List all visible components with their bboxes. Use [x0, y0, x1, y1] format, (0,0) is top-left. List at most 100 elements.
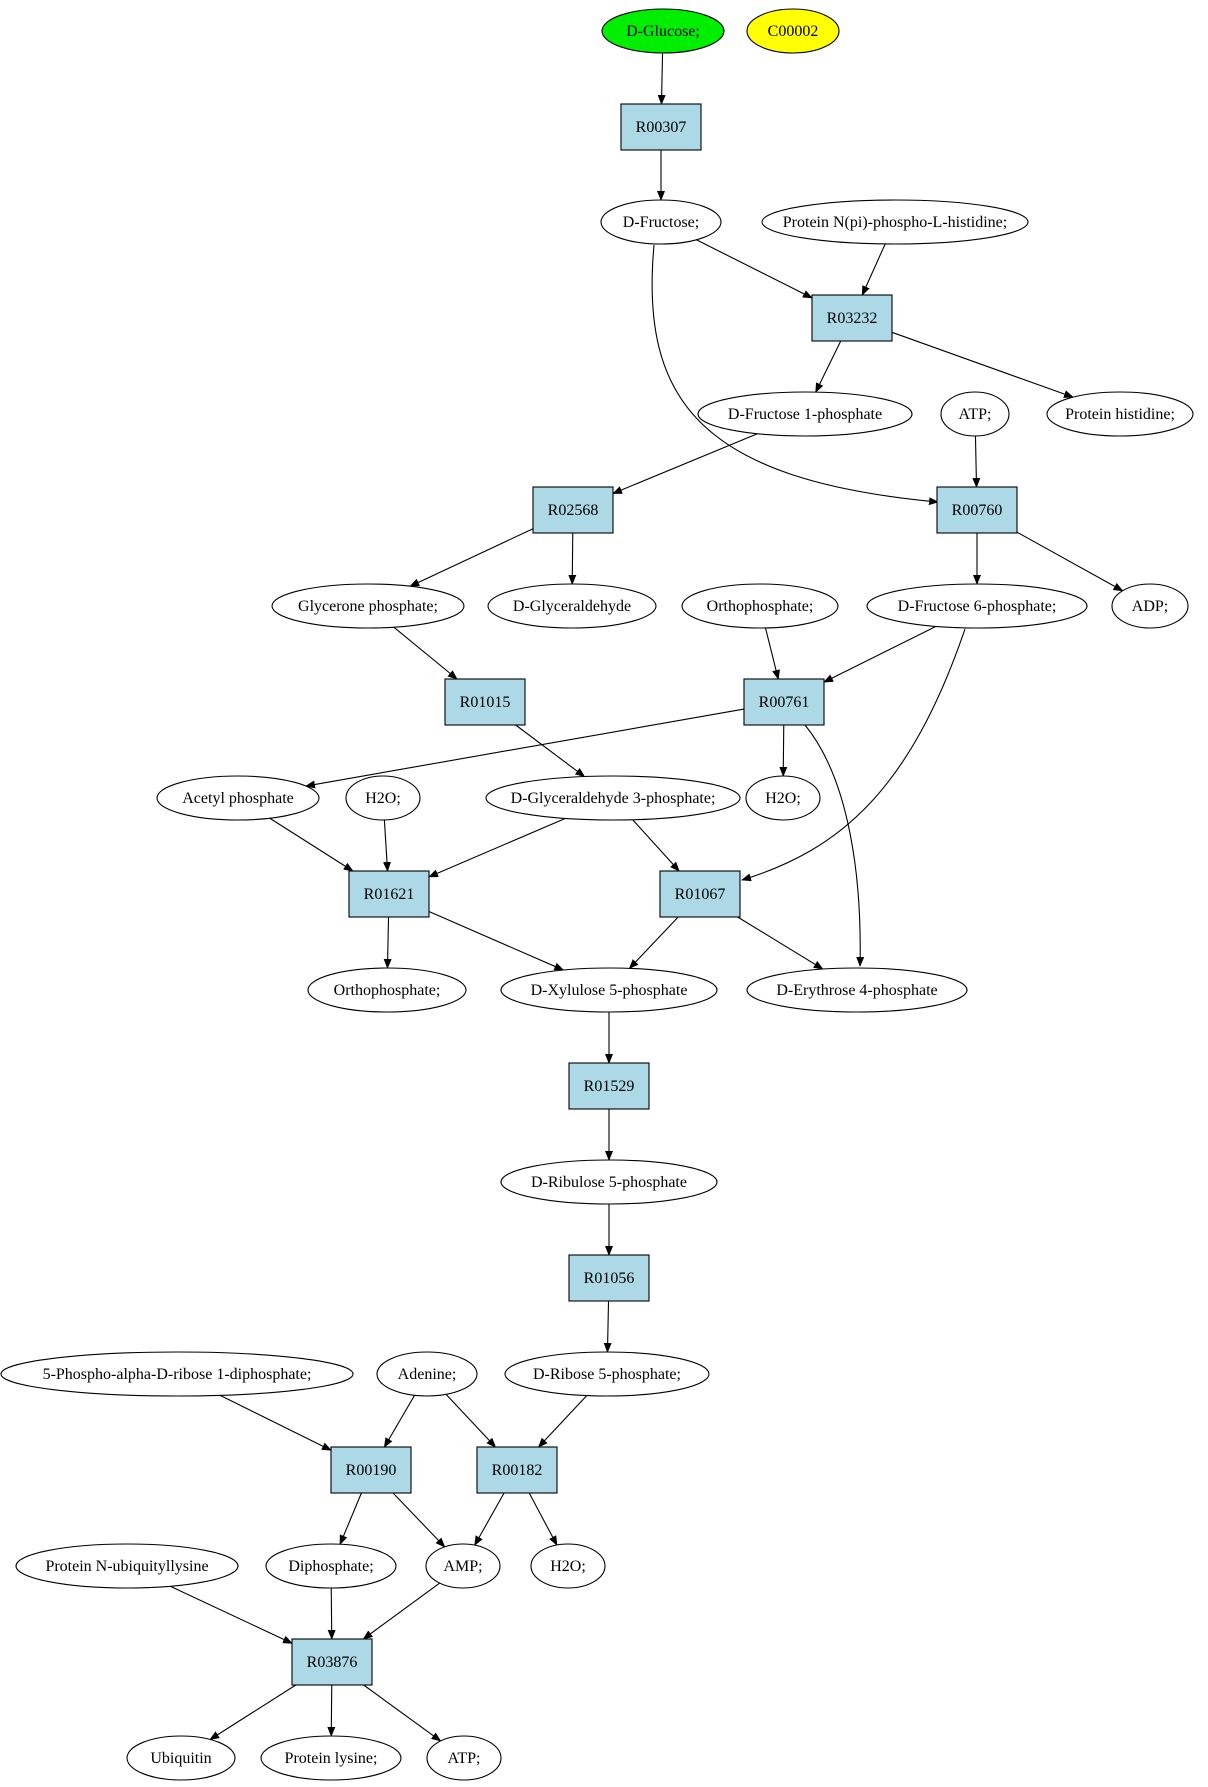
metabolite-ellipse	[15, 1543, 239, 1589]
node-label: D-Fructose 1-phosphate	[728, 406, 882, 423]
edge-adenine-to-R00182	[445, 1393, 497, 1448]
edge-R01621-to-ortho2	[383, 916, 392, 970]
metabolite-node-r5p: D-Ribose 5-phosphate;	[504, 1351, 710, 1397]
metabolite-node-x5p: D-Xylulose 5-phosphate	[500, 967, 718, 1013]
metabolite-ellipse	[500, 1159, 718, 1205]
edge-R03876-to-protlys	[327, 1684, 336, 1738]
metabolite-node-ubiq: Ubiquitin	[126, 1735, 236, 1781]
node-label: R03232	[827, 310, 878, 327]
edge-R03232-to-prothis	[891, 331, 1074, 398]
metabolite-node-amp: AMP;	[425, 1543, 501, 1589]
metabolite-node-fructose: D-Fructose;	[600, 199, 722, 245]
metabolite-ellipse	[345, 775, 421, 821]
metabolite-ellipse	[866, 583, 1088, 629]
node-label: D-Glyceraldehyde	[513, 598, 631, 615]
node-label: Acetyl phosphate	[182, 790, 294, 807]
reaction-node-r01056: R01056	[568, 1254, 650, 1302]
node-label: R01621	[364, 886, 415, 903]
metabolite-node-pnubl: Protein N-ubiquityllysine	[15, 1543, 239, 1589]
reaction-node-r00307: R00307	[620, 103, 702, 151]
node-label: ATP;	[448, 1750, 481, 1767]
reaction-box	[811, 294, 893, 342]
metabolite-ellipse	[761, 199, 1029, 245]
edge-acp-to-R01621	[269, 817, 354, 872]
metabolite-ellipse	[746, 967, 968, 1013]
edge-amp-to-R03876	[362, 1582, 441, 1640]
edge-ortho1-to-R00761	[764, 627, 780, 680]
edge-g3p-to-R01621	[428, 817, 566, 878]
edge-gly_p-to-R01015	[393, 626, 458, 680]
node-label: ATP;	[959, 406, 992, 423]
reaction-box	[568, 1062, 650, 1110]
edge-atp1-to-R00760	[972, 435, 981, 488]
node-label: R00760	[952, 502, 1003, 519]
node-label: ADP;	[1132, 598, 1168, 615]
metabolite-ellipse	[530, 1543, 606, 1589]
edge-f6p-to-R01067	[741, 628, 966, 882]
metabolite-ellipse	[504, 1351, 710, 1397]
metabolite-ellipse	[126, 1735, 236, 1781]
edge-R01067-to-e4p	[737, 916, 824, 970]
metabolite-ellipse	[156, 775, 320, 821]
edge-R01621-to-x5p	[428, 910, 565, 971]
node-label: Ubiquitin	[150, 1750, 211, 1767]
edge-prpp-to-R00190	[219, 1394, 332, 1451]
metabolite-ellipse	[601, 8, 725, 54]
metabolite-ellipse	[697, 391, 913, 437]
metabolite-node-adenine: Adenine;	[376, 1351, 478, 1397]
node-label: R01529	[584, 1078, 635, 1095]
reaction-box	[659, 870, 741, 918]
metabolite-ellipse	[940, 391, 1010, 437]
node-label: R01067	[675, 886, 726, 903]
metabolite-node-c00002: C00002	[746, 8, 840, 54]
node-label: Orthophosphate;	[334, 982, 441, 999]
node-label: D-Ribose 5-phosphate;	[533, 1366, 681, 1383]
node-label: D-Glyceraldehyde 3-phosphate;	[511, 790, 716, 807]
reaction-box	[620, 103, 702, 151]
reaction-box	[568, 1254, 650, 1302]
reaction-box	[348, 870, 430, 918]
edge-R02568-to-dglyc	[568, 532, 577, 586]
node-label: H2O;	[765, 790, 801, 807]
edge-R00182-to-h2o3	[528, 1492, 558, 1546]
node-label: Glycerone phosphate;	[298, 598, 438, 615]
edge-R02568-to-gly_p	[409, 528, 534, 587]
metabolite-node-e4p: D-Erythrose 4-phosphate	[746, 967, 968, 1013]
edge-R00190-to-diph	[339, 1492, 362, 1546]
reaction-box	[444, 678, 526, 726]
metabolite-node-diph: Diphosphate;	[265, 1543, 397, 1589]
reaction-box	[291, 1638, 373, 1686]
node-label: Protein histidine;	[1065, 406, 1175, 423]
node-label: H2O;	[550, 1558, 586, 1575]
edge-f6p-to-R00761	[823, 625, 937, 683]
edge-fructose-to-R00760	[651, 244, 939, 506]
metabolite-ellipse	[681, 583, 839, 629]
node-label: R02568	[548, 502, 599, 519]
edge-h2o1-to-R01621	[383, 819, 391, 872]
metabolite-ellipse	[1111, 583, 1189, 629]
reaction-node-r03232: R03232	[811, 294, 893, 342]
metabolite-node-glucose: D-Glucose;	[601, 8, 725, 54]
metabolite-node-gly_p: Glycerone phosphate;	[271, 583, 465, 629]
edge-fructose-to-R03232	[696, 239, 813, 299]
node-label: Orthophosphate;	[707, 598, 814, 615]
edge-R03876-to-ubiq	[209, 1684, 297, 1741]
metabolite-node-dglyc: D-Glyceraldehyde	[487, 583, 657, 629]
node-label: H2O;	[365, 790, 401, 807]
metabolite-node-protlys: Protein lysine;	[260, 1735, 402, 1781]
metabolite-ellipse	[487, 583, 657, 629]
edge-R00760-to-adp	[1016, 531, 1124, 592]
reaction-node-r02568: R02568	[532, 486, 614, 534]
edge-R00761-to-acp	[305, 708, 745, 789]
edge-R00761-to-h2o2	[779, 724, 788, 778]
edge-glucose-to-R00307	[657, 52, 666, 105]
reaction-node-r00190: R00190	[330, 1446, 412, 1494]
reaction-node-r01529: R01529	[568, 1062, 650, 1110]
metabolite-node-ortho1: Orthophosphate;	[681, 583, 839, 629]
node-label: R00190	[346, 1462, 397, 1479]
reaction-node-r00761: R00761	[743, 678, 825, 726]
metabolite-node-ortho2: Orthophosphate;	[307, 967, 467, 1013]
metabolite-ellipse	[260, 1735, 402, 1781]
reaction-node-r03876: R03876	[291, 1638, 373, 1686]
